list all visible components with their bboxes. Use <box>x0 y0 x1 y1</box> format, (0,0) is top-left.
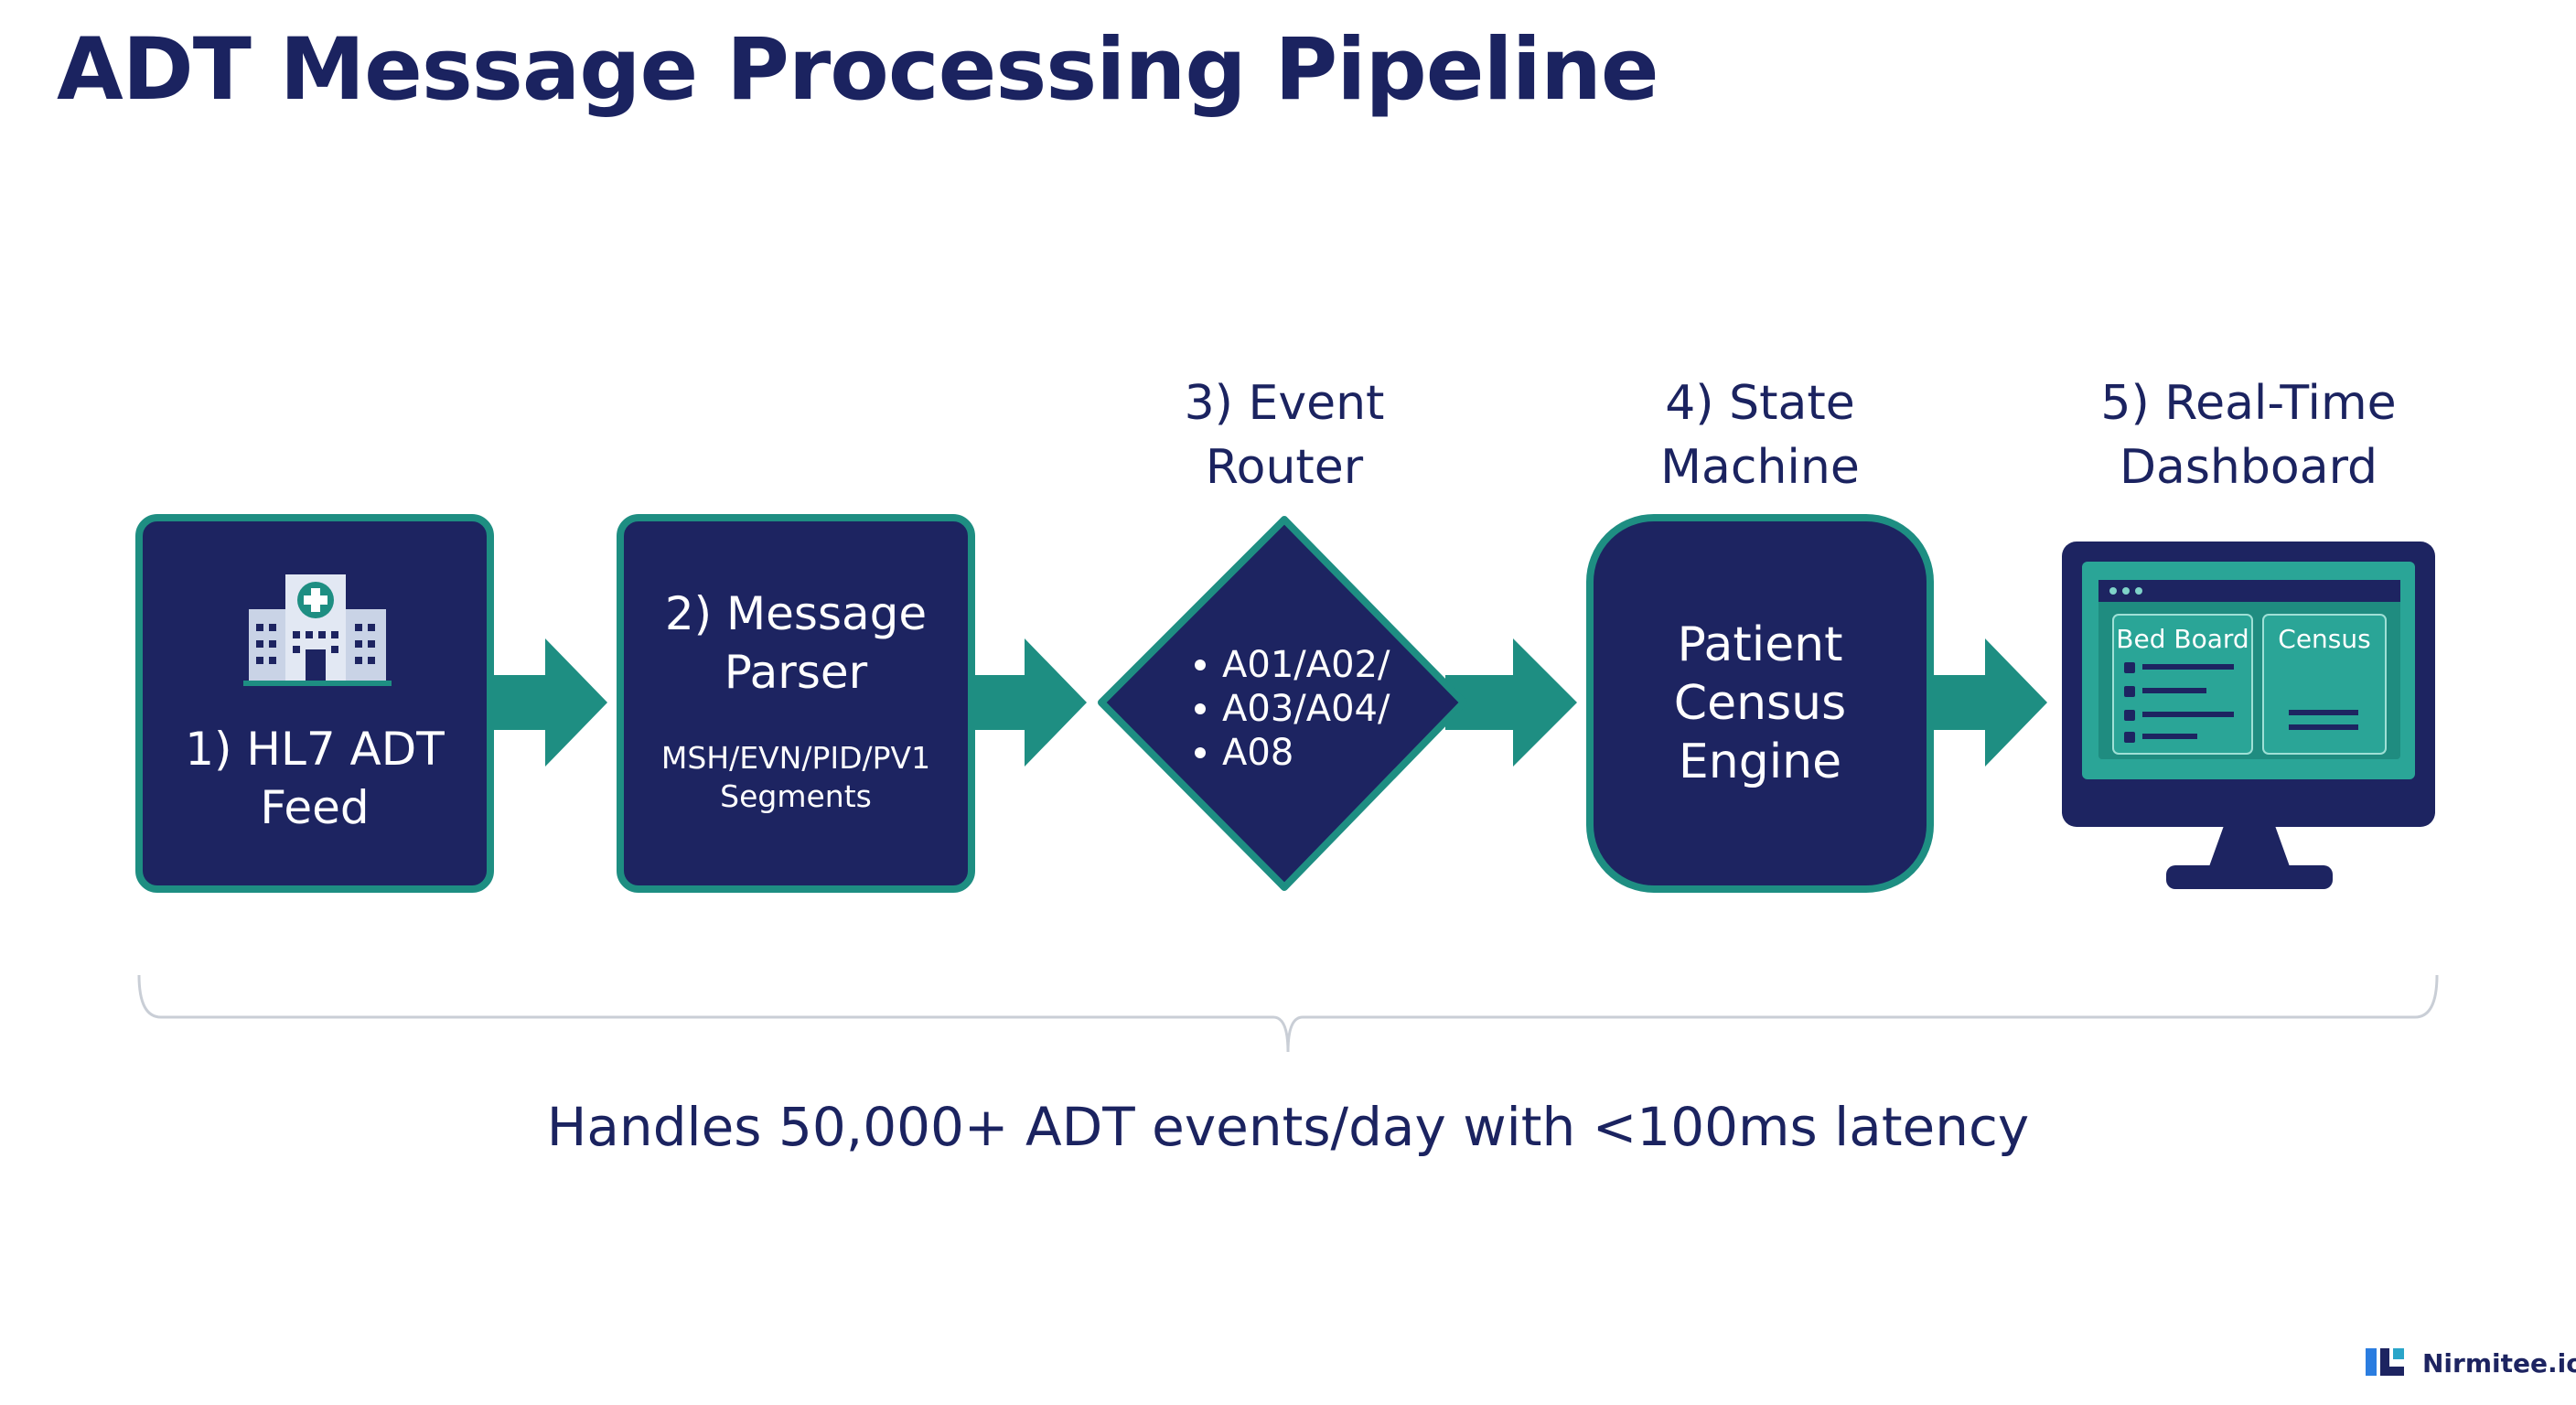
arrow-2-to-3 <box>968 638 1087 767</box>
step-2-label-line-2: Parser <box>724 646 868 699</box>
step-3-bullet-1: A01/A02/ <box>1222 644 1390 686</box>
arrow-3-to-4 <box>1445 638 1577 767</box>
step-3-diamond: A01/A02/ A03/A04/ A08 <box>1098 516 1467 891</box>
step-3-bullet-2: A03/A04/ <box>1222 688 1390 730</box>
step-5-caption-line-2: Dashboard <box>2120 440 2377 495</box>
nirmitee-logo-icon <box>2366 1348 2404 1376</box>
step-1-box: 1) HL7 ADT Feed <box>135 514 494 893</box>
step-4-label-line-3: Engine <box>1679 735 1841 789</box>
bed-board-panel <box>2112 614 2253 755</box>
step-2-label-line-1: 2) Message <box>665 587 927 640</box>
step-2-sub-line-1: MSH/EVN/PID/PV1 <box>661 740 930 776</box>
step-4-label-line-2: Census <box>1674 676 1846 731</box>
step-2-box: 2) Message Parser MSH/EVN/PID/PV1 Segmen… <box>617 514 975 893</box>
brand-logo: Nirmitee.io <box>2366 1348 2576 1378</box>
monitor-icon: Bed Board Census <box>2062 542 2435 889</box>
hospital-icon <box>243 574 392 686</box>
step-4-caption-line-2: Machine <box>1660 440 1860 495</box>
bed-board-label: Bed Board <box>2116 624 2249 654</box>
step-3-bullet-3: A08 <box>1222 732 1293 774</box>
arrow-1-to-2 <box>483 638 607 767</box>
bullet-dot <box>1195 660 1206 670</box>
step-2-sub-line-2: Segments <box>720 778 872 814</box>
page-title: ADT Message Processing Pipeline <box>57 20 1659 120</box>
step-1-label-line-2: Feed <box>260 781 369 834</box>
census-panel <box>2262 614 2387 755</box>
step-3-caption-line-2: Router <box>1206 440 1364 495</box>
step-4-label-line-1: Patient <box>1677 617 1842 672</box>
step-4-caption-line-1: 4) State <box>1665 376 1855 431</box>
bullet-dot <box>1195 703 1206 714</box>
step-1-label-line-1: 1) HL7 ADT <box>185 723 445 776</box>
step-3-caption-line-1: 3) Event <box>1185 376 1385 431</box>
step-4-box: Patient Census Engine <box>1586 514 1934 893</box>
step-5-caption-line-1: 5) Real-Time <box>2100 376 2396 431</box>
bullet-dot <box>1195 747 1206 758</box>
summary-brace <box>137 974 2439 1053</box>
brand-name: Nirmitee.io <box>2422 1348 2576 1378</box>
census-panel-label: Census <box>2278 624 2370 654</box>
summary-text: Handles 50,000+ ADT events/day with <100… <box>547 1096 2029 1158</box>
arrow-4-to-5 <box>1927 638 2047 767</box>
